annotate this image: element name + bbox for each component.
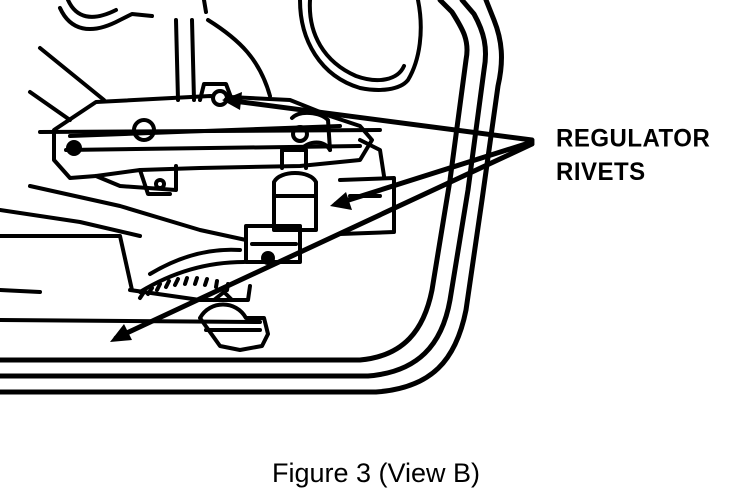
sector-gear <box>138 247 246 300</box>
leader-lines <box>113 97 535 341</box>
inner-panel <box>0 138 396 324</box>
arrowhead-upper-rivet <box>222 92 242 110</box>
figure-caption: Figure 3 (View B) <box>271 458 481 488</box>
callout-line-2: RIVETS <box>556 158 646 187</box>
arrowhead-lower-rivet <box>110 324 132 342</box>
upper-panel <box>28 0 423 122</box>
regulator-motor <box>244 148 318 264</box>
door-frame <box>0 0 504 395</box>
arrowhead-middle-rivet <box>330 192 352 210</box>
regulator-rivets-callout: REGULATOR RIVETS <box>556 122 710 189</box>
arrowheads <box>110 92 352 342</box>
lower-stud <box>198 290 270 352</box>
callout-line-1: REGULATOR <box>556 124 711 153</box>
regulator-bracket <box>38 82 382 196</box>
